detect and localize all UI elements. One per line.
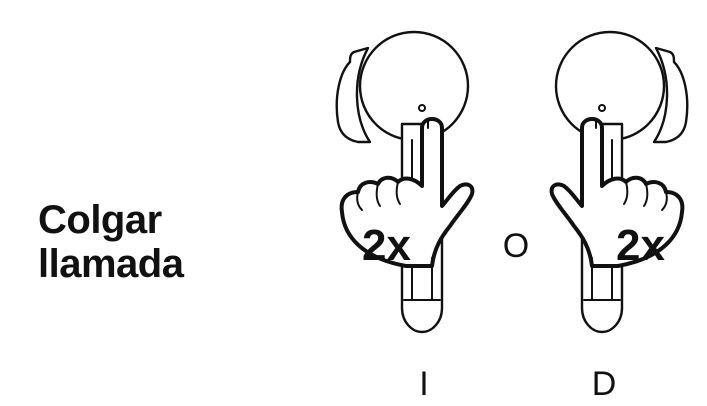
- right-earbud-tap-illustration: 2x: [549, 30, 689, 334]
- left-side-label: I: [419, 365, 429, 403]
- right-side-label: D: [591, 365, 617, 403]
- pointing-hand-icon: [549, 117, 685, 268]
- action-title-line-1: Colgar: [38, 198, 162, 242]
- tap-count-label: 2x: [616, 221, 665, 270]
- left-earbud-tap-illustration: 2x: [335, 30, 475, 334]
- pointing-hand-icon: [339, 117, 475, 268]
- or-separator: O: [502, 227, 530, 265]
- action-title: Colgar llamada: [38, 198, 208, 286]
- action-title-line-2: llamada: [38, 242, 184, 286]
- tap-count-label: 2x: [362, 221, 411, 270]
